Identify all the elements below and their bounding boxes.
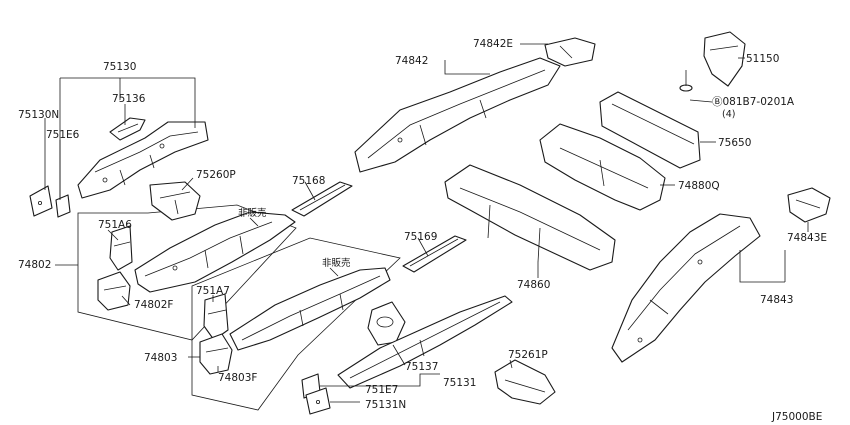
part-751E6[interactable] xyxy=(55,194,71,218)
label-74843: 74843 xyxy=(760,294,793,306)
part-74802[interactable] xyxy=(134,211,296,293)
diagram-code: J75000BE xyxy=(771,411,822,423)
label-bolt-qty: (4) xyxy=(722,109,735,120)
label-751A6: 751A6 xyxy=(98,219,132,231)
part-75261P[interactable] xyxy=(494,359,556,405)
part-751A6[interactable] xyxy=(109,225,133,271)
part-74842E[interactable] xyxy=(544,37,596,67)
label-75131: 75131 xyxy=(443,377,476,389)
part-74842[interactable] xyxy=(354,57,561,173)
part-bolt-081B7-0201A[interactable] xyxy=(679,70,693,92)
group-frame-74803 xyxy=(191,237,401,411)
leader-lines xyxy=(44,43,809,403)
part-75130[interactable] xyxy=(77,121,209,199)
part-75650[interactable] xyxy=(599,91,701,169)
label-not-sold-2: 非販売 xyxy=(322,257,351,269)
label-74843E: 74843E xyxy=(787,232,827,244)
part-74843E[interactable] xyxy=(787,187,831,223)
part-75260P[interactable] xyxy=(149,181,201,221)
label-75136: 75136 xyxy=(112,93,146,105)
label-not-sold-1: 非販売 xyxy=(238,207,267,219)
label-751E7: 751E7 xyxy=(365,384,398,396)
part-74843[interactable] xyxy=(611,213,761,363)
label-75650: 75650 xyxy=(718,137,751,149)
label-75131N: 75131N xyxy=(365,399,406,411)
part-74802F[interactable] xyxy=(97,271,131,311)
label-51150: 51150 xyxy=(746,53,779,65)
bolt-circle-b-icon: Ⓑ xyxy=(712,96,723,108)
label-bolt: Ⓑ081B7-0201A xyxy=(712,96,795,108)
label-75130N: 75130N xyxy=(18,109,59,121)
label-751E6: 751E6 xyxy=(46,129,80,141)
label-74802: 74802 xyxy=(18,259,51,271)
label-75137: 75137 xyxy=(405,361,438,373)
label-75168: 75168 xyxy=(292,175,325,187)
part-51150[interactable] xyxy=(703,31,746,87)
part-75131[interactable] xyxy=(337,295,513,389)
part-75168[interactable] xyxy=(291,181,353,217)
label-74842: 74842 xyxy=(395,55,428,67)
label-74860: 74860 xyxy=(517,279,550,291)
label-74842E: 74842E xyxy=(473,38,513,50)
label-74880Q: 74880Q xyxy=(678,180,720,192)
part-74880Q[interactable] xyxy=(539,123,666,211)
part-74803[interactable] xyxy=(229,267,391,351)
group-frame-74802 xyxy=(77,204,297,341)
label-74803F: 74803F xyxy=(218,372,257,384)
part-75131N[interactable] xyxy=(305,387,331,415)
label-751A7: 751A7 xyxy=(196,285,230,297)
label-75260P: 75260P xyxy=(196,169,236,181)
part-74860[interactable] xyxy=(444,164,616,271)
label-74802F: 74802F xyxy=(134,299,173,311)
label-75169: 75169 xyxy=(404,231,437,243)
part-751A7[interactable] xyxy=(203,293,229,341)
part-75130N[interactable] xyxy=(29,185,53,217)
bolt-part-number: 081B7-0201A xyxy=(723,96,795,108)
label-75261P: 75261P xyxy=(508,349,548,361)
part-75136[interactable] xyxy=(109,117,146,141)
part-74803F[interactable] xyxy=(199,333,233,375)
label-75130: 75130 xyxy=(103,61,136,73)
part-75137[interactable] xyxy=(367,301,406,346)
label-74803: 74803 xyxy=(144,352,177,364)
part-75169[interactable] xyxy=(402,235,467,273)
